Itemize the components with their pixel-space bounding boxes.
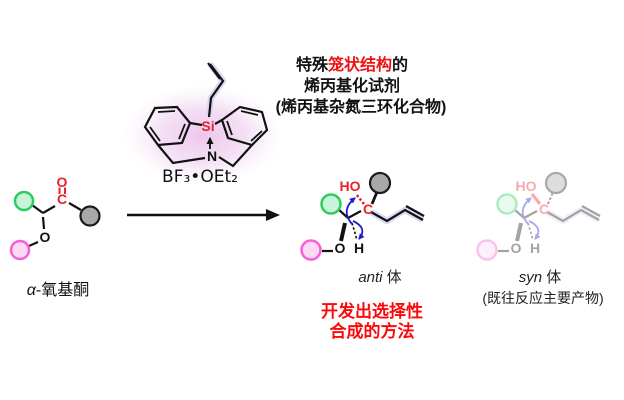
hydroxyl-label: HO [340, 178, 361, 194]
green-substituent-circle [13, 190, 35, 212]
syn-product-note: (既往反应主要产物) [482, 290, 604, 306]
title-line-1: 特殊笼状结构的 [252, 51, 452, 75]
syn-relationship-arrows [521, 197, 541, 240]
title-line1-post: 的 [392, 57, 409, 74]
green-substituent-circle [496, 193, 518, 215]
pink-substituent-circle [300, 239, 322, 261]
ether-oxygen-label: O [40, 229, 51, 245]
gray-substituent-circle [79, 205, 101, 227]
green-substituent-circle [320, 193, 342, 215]
title-line1-pre: 特殊 [295, 57, 328, 74]
carbonyl-double-bond [58, 187, 66, 194]
right-benzene-ring [220, 105, 269, 147]
ether-oxygen-label: O [511, 240, 522, 256]
highlight-text: 开发出选择性 合成的方法 [288, 302, 456, 342]
anti-relationship-arrows [345, 197, 365, 240]
allyl-group [546, 205, 601, 223]
carbonyl-carbon-label: C [57, 191, 67, 207]
anti-label-stereo: anti [358, 269, 383, 286]
carbonyl-oxygen-label: O [57, 174, 68, 190]
dashed-oh-wedge [355, 193, 365, 205]
syn-product-label: syn 体 [488, 266, 592, 287]
substrate-structure: O C O [9, 174, 101, 261]
pink-substituent-circle [476, 239, 498, 261]
allyl-glow [545, 206, 601, 225]
syn-label-stereo: syn [518, 269, 543, 286]
central-carbon-label: C [363, 201, 373, 217]
cage-bonds [157, 119, 253, 168]
gray-substituent-circle [368, 171, 392, 195]
allyl-group [207, 62, 225, 118]
pink-substituent-circle [9, 239, 31, 261]
allyl-group [370, 205, 425, 223]
title-line-3: (烯丙基杂氮三环化合物) [275, 99, 447, 116]
substrate-bonds [28, 202, 82, 248]
anti-label-suffix: 体 [382, 269, 402, 286]
substrate-label: α-氧基酮 [10, 276, 106, 300]
syn-label-suffix: 体 [542, 269, 562, 286]
central-carbon-label: C [539, 201, 549, 217]
highlight-line-1: 开发出选择性 [321, 302, 423, 321]
backbone-bonds [322, 191, 379, 253]
nitrogen-atom-label: N [207, 148, 217, 164]
anti-product-label: anti 体 [325, 266, 435, 287]
purple-glow [123, 85, 283, 185]
bf3-oet2-label: BF₃•OEt₂ [162, 167, 238, 187]
substrate-label-rest: -氧基酮 [35, 282, 90, 299]
cage-reagent-structure: Si N [123, 62, 283, 185]
reaction-arrow [127, 209, 280, 221]
hydrogen-label: H [354, 240, 364, 256]
substrate-label-alpha: α [26, 282, 36, 299]
highlight-line-2: 合成的方法 [329, 322, 415, 341]
ether-oxygen-label: O [335, 240, 346, 256]
hydroxyl-label: HO [516, 178, 537, 194]
anti-product-structure: HO C O H [300, 171, 425, 261]
gray-substituent-circle [544, 171, 568, 195]
backbone-bonds [498, 191, 554, 253]
title-line-2: 烯丙基化试剂 [303, 78, 400, 95]
title-line1-red: 笼状结构 [327, 57, 392, 74]
silicon-atom-label: Si [201, 118, 214, 134]
solid-oh-wedge [530, 193, 542, 205]
hydrogen-label: H [530, 240, 540, 256]
syn-product-structure: HO C O H [476, 171, 601, 261]
